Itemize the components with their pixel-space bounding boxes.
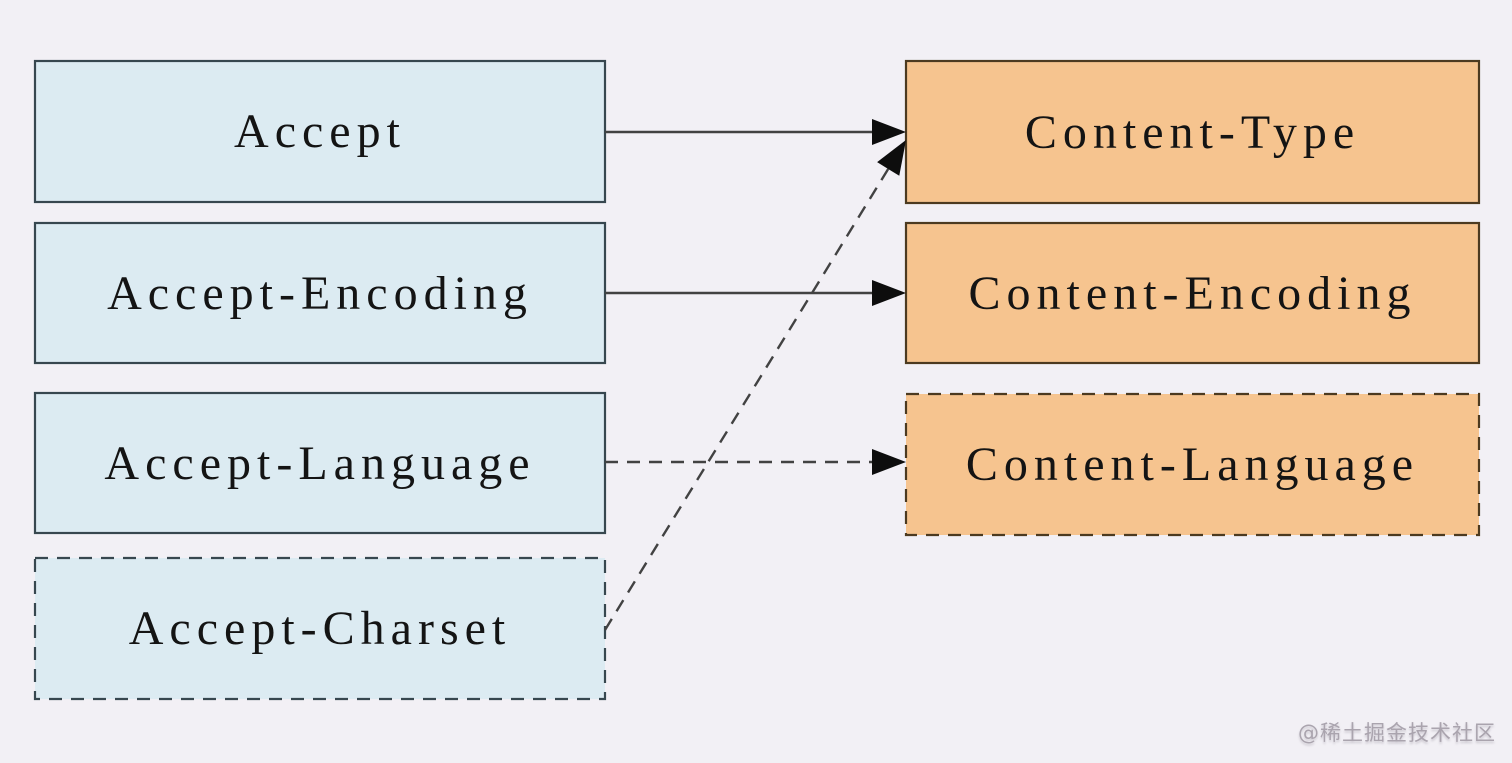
node-box-accept-charset — [33, 556, 607, 701]
arrowhead-accept-to-content-type — [872, 119, 906, 145]
node-box-accept — [33, 59, 607, 204]
node-box-content-language — [904, 392, 1481, 537]
node-box-content-encoding — [904, 221, 1481, 365]
arrowhead-accept-language-to-content-language — [872, 449, 906, 475]
node-box-accept-language — [33, 391, 607, 535]
edge-accept-charset-to-content-type — [603, 168, 890, 631]
arrowhead-accept-charset-to-content-type — [877, 140, 906, 176]
watermark: @稀土掘金技术社区 — [1298, 721, 1496, 745]
node-box-accept-encoding — [33, 221, 607, 365]
node-box-content-type — [904, 59, 1481, 205]
arrowhead-accept-encoding-to-content-encoding — [872, 280, 906, 306]
